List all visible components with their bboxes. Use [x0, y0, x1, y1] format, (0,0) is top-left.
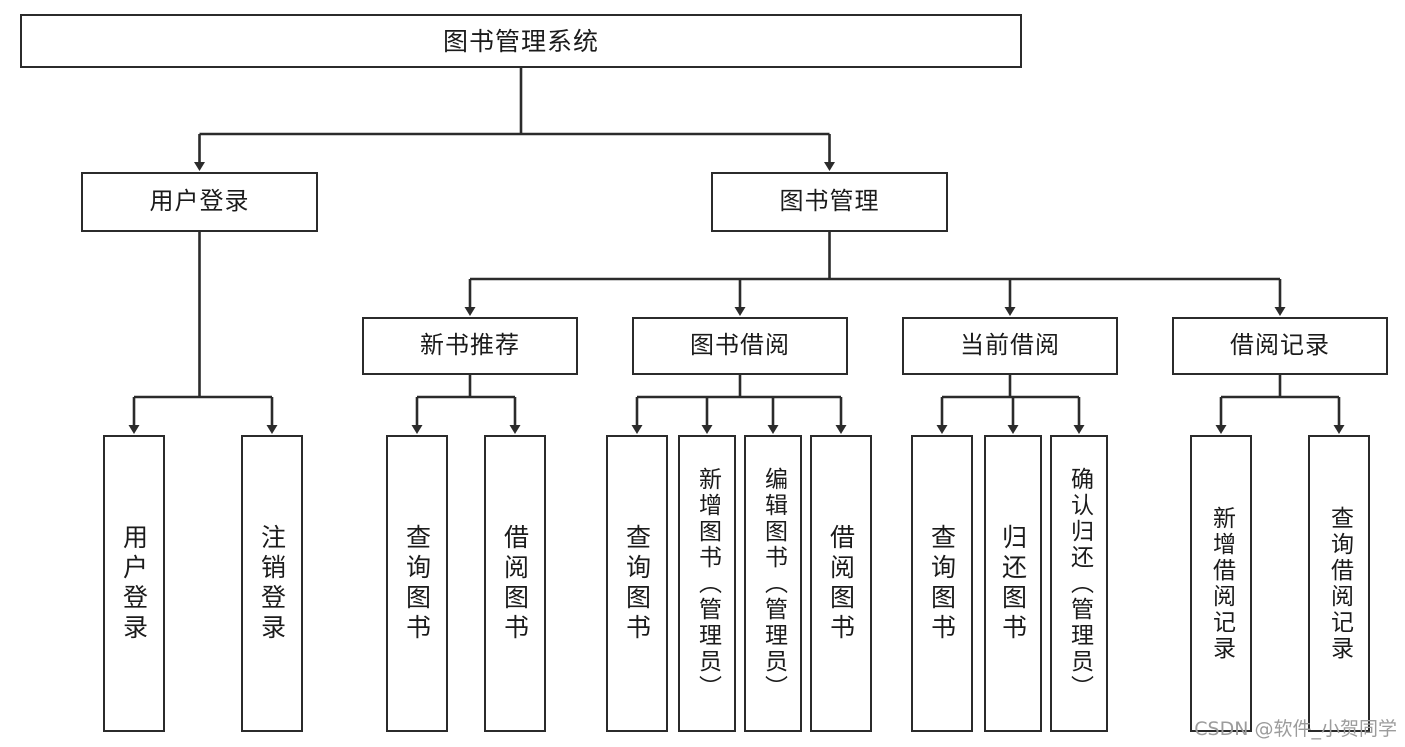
node-label: 新增借阅记录: [1208, 505, 1235, 662]
node-leaf-cb-return[interactable]: 归还图书: [984, 435, 1042, 732]
node-new-book-rec[interactable]: 新书推荐: [362, 317, 578, 375]
node-label: 图书管理: [779, 187, 880, 216]
node-book-borrow[interactable]: 图书借阅: [632, 317, 848, 375]
node-label: 新书推荐: [420, 331, 520, 360]
node-leaf-cb-confirm[interactable]: 确认归还（管理员）: [1050, 435, 1108, 732]
node-label: 借阅记录: [1230, 331, 1330, 360]
node-book-manage[interactable]: 图书管理: [711, 172, 948, 232]
node-label: 查询图书: [622, 523, 652, 644]
node-leaf-bb-add[interactable]: 新增图书（管理员）: [678, 435, 736, 732]
node-leaf-user-login[interactable]: 用户登录: [103, 435, 165, 732]
watermark-csdn: CSDN @软件_小贺同学: [1194, 718, 1397, 740]
node-label: 查询图书: [402, 523, 432, 644]
node-borrow-record[interactable]: 借阅记录: [1172, 317, 1388, 375]
node-label: 用户登录: [149, 187, 250, 216]
node-label: 当前借阅: [960, 331, 1060, 360]
node-root[interactable]: 图书管理系统: [20, 14, 1022, 68]
node-label: 确认归还（管理员）: [1066, 466, 1093, 701]
node-leaf-rec-query[interactable]: 查询图书: [386, 435, 448, 732]
node-label: 编辑图书（管理员）: [760, 466, 787, 701]
node-leaf-user-logout[interactable]: 注销登录: [241, 435, 303, 732]
node-label: 查询借阅记录: [1326, 505, 1353, 662]
node-label: 查询图书: [927, 523, 957, 644]
node-current-borrow[interactable]: 当前借阅: [902, 317, 1118, 375]
node-leaf-cb-query[interactable]: 查询图书: [911, 435, 973, 732]
node-label: 借阅图书: [826, 523, 856, 644]
node-label: 注销登录: [257, 523, 287, 644]
node-leaf-br-add[interactable]: 新增借阅记录: [1190, 435, 1252, 732]
node-label: 归还图书: [998, 523, 1028, 644]
node-label: 用户登录: [119, 523, 149, 644]
node-leaf-rec-borrow[interactable]: 借阅图书: [484, 435, 546, 732]
node-label: 图书管理系统: [442, 26, 599, 56]
node-leaf-bb-query[interactable]: 查询图书: [606, 435, 668, 732]
node-leaf-bb-edit[interactable]: 编辑图书（管理员）: [744, 435, 802, 732]
node-label: 借阅图书: [500, 523, 530, 644]
node-label: 新增图书（管理员）: [694, 466, 721, 701]
node-user-login[interactable]: 用户登录: [81, 172, 318, 232]
node-label: 图书借阅: [690, 331, 790, 360]
node-leaf-bb-borrow[interactable]: 借阅图书: [810, 435, 872, 732]
node-leaf-br-query[interactable]: 查询借阅记录: [1308, 435, 1370, 732]
